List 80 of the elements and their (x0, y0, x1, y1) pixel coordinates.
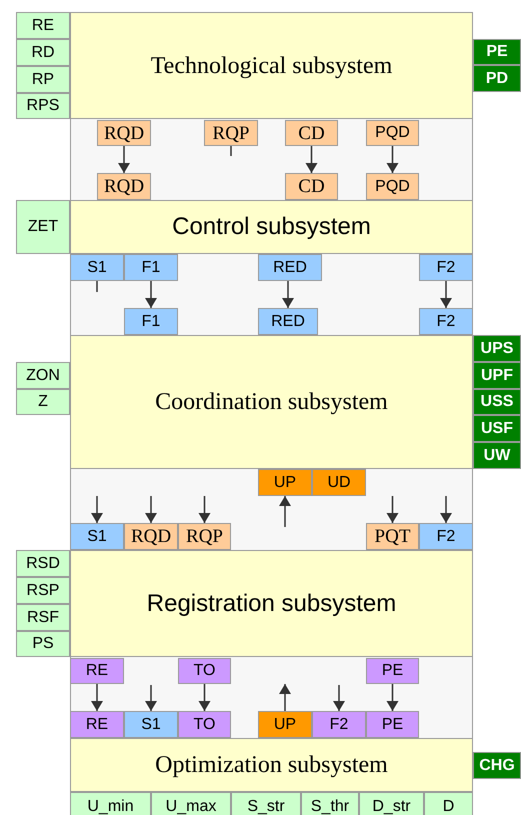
arrow (386, 146, 398, 173)
signal-tag: PD (473, 65, 521, 92)
signal-tag: F2 (419, 523, 473, 550)
signal-tag: RQD (97, 120, 151, 146)
arrow (198, 684, 210, 711)
signal-tag: RQP (178, 523, 231, 550)
signal-tag: RED (258, 308, 318, 335)
signal-tag: S1 (70, 254, 124, 281)
signal-tag: D (424, 792, 473, 815)
connector-line (230, 146, 232, 156)
signal-tag: F2 (419, 308, 473, 335)
signal-tag: UP (258, 711, 312, 738)
signal-tag: RPS (16, 93, 70, 119)
signal-tag: ZON (16, 362, 70, 389)
signal-tag: S1 (124, 711, 178, 738)
arrow (282, 281, 294, 308)
signal-tag: USF (473, 415, 521, 442)
signal-tag: RD (16, 39, 70, 66)
signal-tag: RE (16, 12, 70, 39)
signal-tag: TO (178, 711, 231, 738)
signal-tag: PE (473, 39, 521, 65)
signal-tag: PQD (366, 173, 419, 200)
signal-tag: PE (366, 711, 419, 738)
signal-tag: S_str (231, 792, 301, 815)
signal-tag: CD (285, 173, 338, 200)
signal-tag: UPS (473, 335, 521, 362)
arrow (279, 496, 291, 527)
arrow (91, 496, 103, 523)
subsystem-box: Control subsystem (70, 200, 473, 254)
subsystem-box: Technological subsystem (70, 12, 473, 119)
arrow (91, 684, 103, 711)
signal-tag: RSP (16, 577, 70, 604)
subsystem-box: Registration subsystem (70, 550, 473, 657)
signal-tag: PS (16, 631, 70, 657)
arrow (145, 496, 157, 523)
signal-tag: RE (70, 658, 124, 684)
signal-tag: RP (16, 66, 70, 93)
arrow (118, 146, 130, 173)
signal-tag: RSF (16, 604, 70, 631)
signal-tag: CHG (473, 752, 521, 779)
signal-tag: RSD (16, 550, 70, 577)
signal-tag: S1 (70, 523, 124, 550)
signal-tag: F1 (124, 308, 178, 335)
signal-tag: RED (258, 254, 322, 281)
arrow (386, 496, 398, 523)
signal-tag: UW (473, 442, 521, 469)
signal-tag: RE (70, 711, 124, 738)
signal-tag: CD (285, 120, 338, 146)
signal-tag: ZET (16, 200, 70, 254)
subsystem-box: Optimization subsystem (70, 738, 473, 792)
signal-tag: TO (178, 658, 231, 684)
connector-line (96, 281, 98, 292)
signal-tag: RQP (204, 120, 258, 146)
signal-tag: PE (366, 658, 419, 684)
signal-tag: Z (16, 389, 70, 415)
arrow (145, 281, 157, 308)
signal-tag: F2 (419, 254, 473, 281)
arrow (333, 685, 345, 711)
signal-tag: RQD (124, 523, 178, 550)
signal-tag: U_max (151, 792, 231, 815)
arrow (386, 684, 398, 711)
signal-tag: S_thr (301, 792, 359, 815)
arrow (279, 684, 291, 711)
arrow (440, 496, 452, 523)
signal-tag: UP (258, 469, 312, 496)
signal-tag: RQD (97, 173, 151, 200)
signal-tag: F2 (312, 711, 366, 738)
signal-tag: USS (473, 389, 521, 415)
signal-tag: D_str (359, 792, 424, 815)
signal-tag: F1 (124, 254, 178, 281)
signal-tag: UD (312, 469, 366, 496)
arrow (306, 146, 318, 173)
signal-tag: UPF (473, 362, 521, 389)
arrow (440, 281, 452, 308)
signal-tag: PQD (366, 120, 419, 146)
arrow (145, 685, 157, 711)
subsystem-box: Coordination subsystem (70, 335, 473, 469)
signal-tag: U_min (70, 792, 151, 815)
arrow (198, 496, 210, 523)
signal-tag: PQT (366, 523, 419, 550)
